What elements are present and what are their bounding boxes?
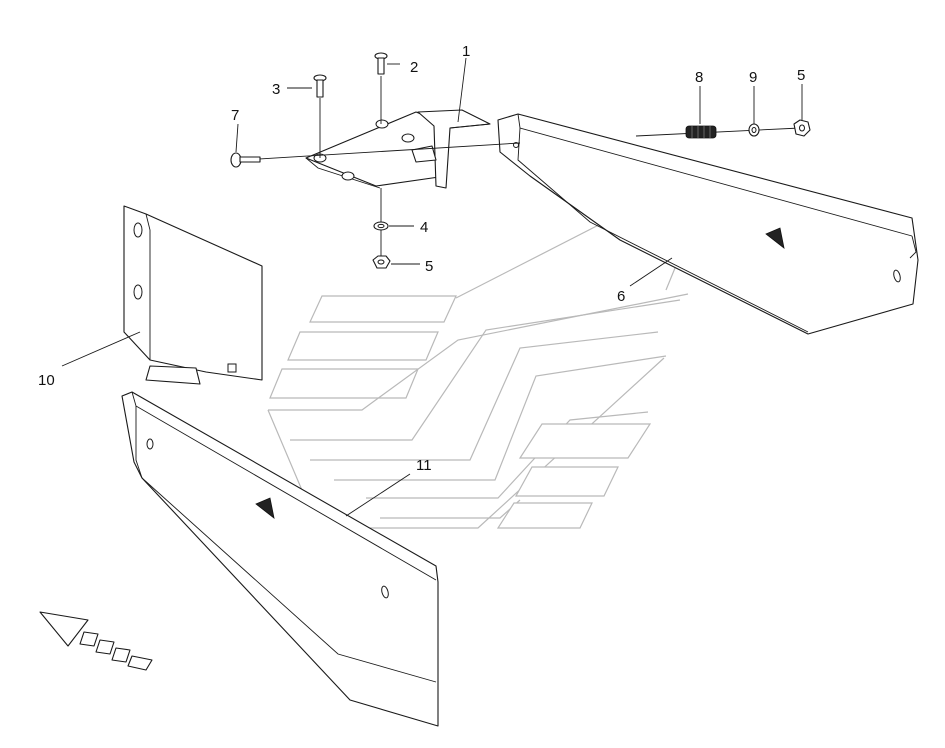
callout-7: 7 — [231, 107, 239, 124]
callout-9: 9 — [749, 69, 757, 86]
callout-1: 1 — [462, 43, 470, 60]
callout-6: 6 — [617, 288, 625, 305]
callout-8: 8 — [695, 69, 703, 86]
spring-assembly — [635, 119, 811, 139]
part-1-bracket — [305, 109, 491, 189]
direction-arrow-icon — [39, 611, 153, 671]
spring-8 — [685, 125, 717, 139]
part-10-plate — [123, 205, 263, 385]
callout-5-upper: 5 — [797, 67, 805, 84]
callouts: 1 2 3 7 4 5 8 9 5 6 10 11 — [38, 43, 805, 474]
callout-10: 10 — [38, 372, 55, 389]
callout-4: 4 — [420, 219, 428, 236]
callout-5-lower: 5 — [425, 258, 433, 275]
leader-lines — [61, 57, 803, 517]
screw-3 — [313, 74, 327, 158]
part-6-panel — [497, 113, 919, 335]
callout-2: 2 — [410, 59, 418, 76]
washer-4 — [373, 188, 389, 258]
callout-11: 11 — [416, 457, 432, 474]
part-11-panel — [121, 391, 439, 727]
watermark-logo — [267, 167, 717, 529]
nut-5-lower — [372, 255, 391, 269]
callout-3: 3 — [272, 81, 280, 98]
bolt-7 — [230, 142, 521, 168]
screw-2 — [374, 52, 388, 124]
